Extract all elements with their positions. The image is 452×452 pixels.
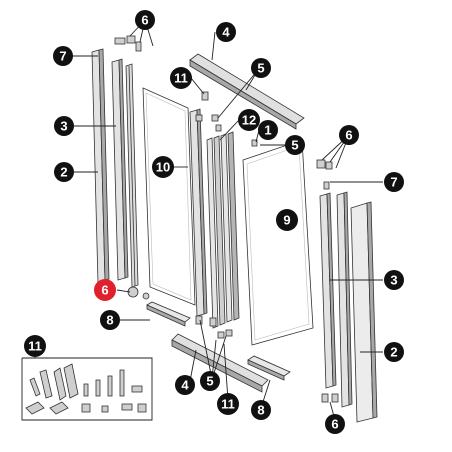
wall-profile-left: [91, 48, 110, 284]
callout-5-right: 5: [285, 135, 305, 155]
callout-4-bottom-label: 4: [181, 378, 189, 393]
seal-strip-left: [146, 301, 191, 327]
callout-4-top-label: 4: [222, 25, 230, 40]
callout-2-left-badge: [54, 162, 74, 182]
door-profile-left: [111, 58, 129, 281]
callout-6-highlight-badge: [94, 279, 116, 301]
callout-9: 9: [276, 209, 298, 231]
callout-11-top-badge: [170, 67, 192, 89]
callout-5-top-badge: [251, 58, 271, 78]
callout-3-right: 3: [384, 270, 404, 290]
callout-8-bottom-label: 8: [257, 403, 264, 418]
callout-10: 10: [152, 156, 174, 178]
center-profile-group: [206, 131, 240, 329]
callout-6-top-right: 6: [339, 125, 359, 145]
callout-8-bottom-badge: [251, 400, 271, 420]
callout-5-bottom: 5: [200, 371, 220, 391]
callout-8-left: 8: [100, 310, 120, 330]
callout-2-left-label: 2: [60, 165, 67, 180]
seal-strip-bottom: [247, 355, 291, 381]
callout-5-bottom-badge: [200, 371, 220, 391]
callout-2-right: 2: [384, 342, 404, 362]
callout-2-right-badge: [384, 342, 404, 362]
door-profile-right: [319, 192, 337, 389]
callout-10-badge: [152, 156, 174, 178]
callout-6-bottom-badge: [325, 414, 345, 434]
glass-panel-9: [242, 139, 314, 346]
callout-8-left-badge: [100, 310, 120, 330]
callout-6-top-right-label: 6: [345, 128, 352, 143]
center-profile-left: [189, 108, 208, 317]
wall-profile-right: [350, 201, 378, 423]
callout-2-left: 2: [54, 162, 74, 182]
bottom-rail: [171, 333, 269, 393]
callout-6-top-left-label: 6: [141, 13, 148, 28]
callout-12: 12: [238, 109, 260, 131]
callout-6-highlight-label: 6: [101, 283, 108, 298]
callout-7-left-label: 7: [59, 49, 66, 64]
callout-3-right-badge: [384, 270, 404, 290]
callout-7-right-badge: [384, 172, 404, 192]
inset-fixings-box: [21, 357, 153, 421]
callout-3-right-label: 3: [390, 273, 397, 288]
callout-7-left: 7: [53, 46, 73, 66]
callout-6-top-left: 6: [135, 10, 155, 30]
callout-6-highlight: 6: [94, 279, 116, 301]
callout-11-top-label: 11: [174, 71, 188, 86]
callout-5-right-badge: [285, 135, 305, 155]
callout-7-left-badge: [53, 46, 73, 66]
callout-3-left-label: 3: [60, 119, 67, 134]
callout-8-bottom: 8: [251, 400, 271, 420]
callout-5-right-label: 5: [291, 138, 298, 153]
callout-6-top-left-badge: [135, 10, 155, 30]
callout-12-label: 12: [242, 113, 256, 128]
callout-1-label: 1: [264, 123, 271, 138]
callout-3-left: 3: [54, 116, 74, 136]
callout-4-top: 4: [216, 22, 236, 42]
callout-3-left-badge: [54, 116, 74, 136]
callout-6-top-right-badge: [339, 125, 359, 145]
callout-7-right: 7: [384, 172, 404, 192]
callout-5-bottom-label: 5: [206, 374, 213, 389]
callout-11-inset-label: 11: [28, 339, 42, 354]
callout-1-badge: [258, 120, 278, 140]
callout-2-right-label: 2: [390, 345, 397, 360]
callout-4-bottom-badge: [175, 375, 195, 395]
callout-11-bottom: 11: [217, 393, 239, 415]
callout-4-bottom: 4: [175, 375, 195, 395]
callout-5-top: 5: [251, 58, 271, 78]
callout-6-bottom-label: 6: [331, 417, 338, 432]
glass-panel-10: [142, 87, 196, 306]
callout-11-inset-badge: [24, 335, 46, 357]
callout-7-right-label: 7: [390, 175, 397, 190]
hardware-small-parts: [114, 35, 339, 403]
callout-9-label: 9: [283, 213, 290, 228]
callout-11-bottom-label: 11: [221, 397, 235, 412]
callout-11-bottom-badge: [217, 393, 239, 415]
callout-10-label: 10: [156, 160, 170, 175]
callout-5-top-label: 5: [257, 61, 264, 76]
callout-1: 1: [258, 120, 278, 140]
callout-11-top: 11: [170, 67, 192, 89]
callout-4-top-badge: [216, 22, 236, 42]
callout-11-inset: 11: [24, 335, 46, 357]
inset-parts: [25, 363, 147, 415]
callout-9-badge: [276, 209, 298, 231]
callout-6-bottom: 6: [325, 414, 345, 434]
callout-8-left-label: 8: [106, 313, 113, 328]
hinge-profile-right: [336, 191, 353, 408]
callout-12-badge: [238, 109, 260, 131]
door-rail-left: [125, 63, 139, 288]
